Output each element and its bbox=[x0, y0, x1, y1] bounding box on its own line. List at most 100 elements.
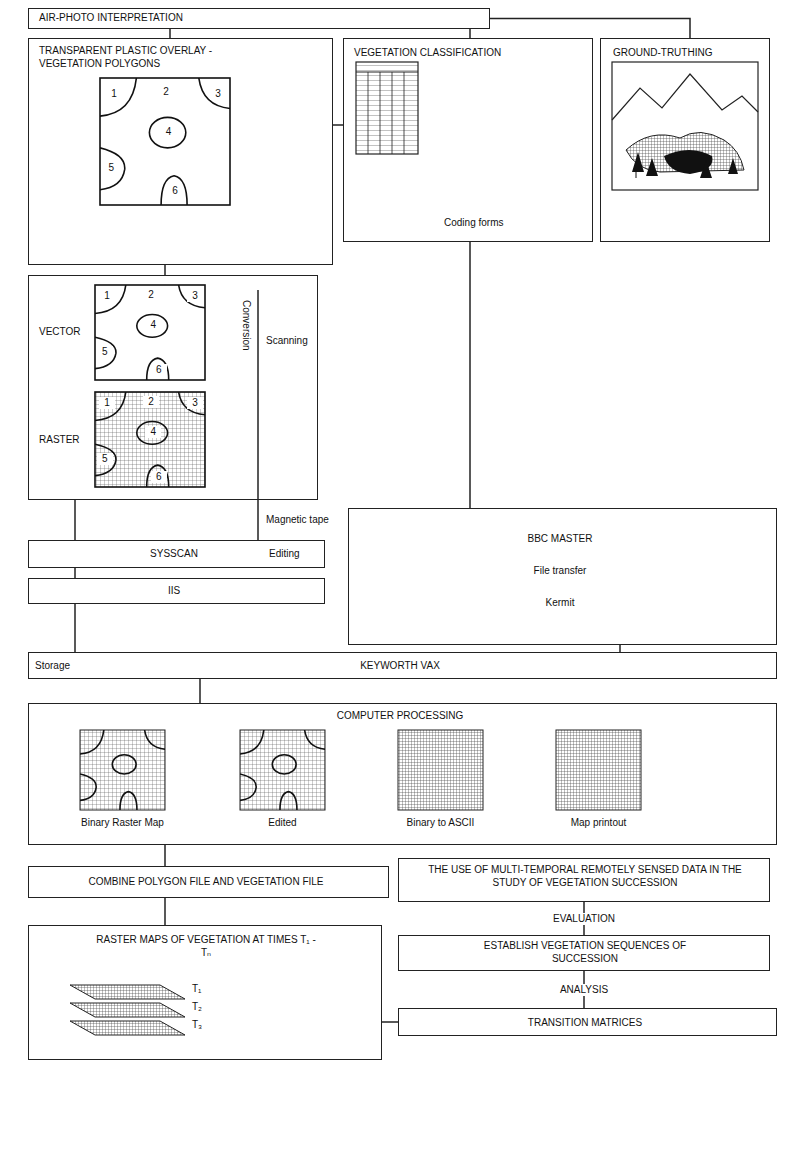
illustration-stroke bbox=[80, 730, 165, 810]
illustration-stroke bbox=[380, 72, 381, 154]
process-box: AIR-PHOTO INTERPRETATION bbox=[28, 8, 490, 29]
illustration-stroke bbox=[636, 172, 637, 178]
process-box: GROUND-TRUTHING bbox=[600, 38, 770, 242]
caption-label: T₁ bbox=[192, 983, 201, 995]
caption-label: Binary to ASCII bbox=[383, 817, 498, 829]
box-title: VECTOR bbox=[39, 326, 81, 339]
illustration-stroke bbox=[95, 285, 205, 380]
connector-line bbox=[164, 898, 166, 925]
caption-label: T₃ bbox=[192, 1019, 202, 1031]
illustration-stroke bbox=[70, 985, 185, 999]
illustration-stroke bbox=[356, 62, 418, 154]
callout-number: 6 bbox=[151, 364, 167, 376]
coding-form bbox=[356, 62, 418, 154]
callout-number: 2 bbox=[158, 86, 174, 98]
callout-number: 4 bbox=[145, 319, 161, 331]
connector-line bbox=[257, 500, 259, 540]
connector-line bbox=[74, 568, 76, 578]
box-title: RASTER MAPS OF VEGETATION AT TIMES T₁ - … bbox=[96, 934, 316, 959]
caption-label: Binary Raster Map bbox=[65, 817, 180, 829]
callout-number: 5 bbox=[97, 346, 113, 358]
box-title: IIS bbox=[29, 585, 319, 598]
box-text: File transfer bbox=[349, 565, 771, 578]
illustration-stroke bbox=[404, 72, 405, 154]
connector-label: Magnetic tape bbox=[264, 514, 331, 526]
connector-line bbox=[164, 265, 166, 275]
raster-stack bbox=[70, 985, 185, 1035]
callout-number: 2 bbox=[143, 289, 159, 301]
box-title: Storage bbox=[35, 660, 70, 673]
connector-line bbox=[333, 124, 343, 126]
caption-label: Conversion bbox=[240, 300, 252, 351]
process-box: THE USE OF MULTI-TEMPORAL REMOTELY SENSE… bbox=[398, 858, 770, 902]
connector-line bbox=[164, 845, 166, 866]
illustration-stroke bbox=[368, 72, 369, 154]
box-text: Editing bbox=[269, 548, 300, 561]
process-box: COMBINE POLYGON FILE AND VEGETATION FILE bbox=[28, 866, 389, 898]
illustration-stroke bbox=[95, 392, 205, 487]
callout-number: 6 bbox=[151, 471, 167, 483]
box-title: THE USE OF MULTI-TEMPORAL REMOTELY SENSE… bbox=[415, 864, 755, 889]
connector-line bbox=[469, 242, 471, 508]
callout-number: 4 bbox=[145, 426, 161, 438]
caption-label: Map printout bbox=[541, 817, 656, 829]
connector-line bbox=[619, 645, 621, 652]
illustration-stroke bbox=[556, 730, 641, 810]
caption-label: T₂ bbox=[192, 1001, 202, 1013]
box-title: TRANSPARENT PLASTIC OVERLAY -VEGETATION … bbox=[39, 45, 239, 70]
box-title: VEGETATION CLASSIFICATION bbox=[354, 47, 501, 60]
box-title: TRANSITION MATRICES bbox=[399, 1017, 771, 1030]
illustration-stroke bbox=[70, 1003, 185, 1017]
process-box: IIS bbox=[28, 578, 325, 604]
connector-line bbox=[74, 500, 76, 540]
callout-number: 5 bbox=[103, 162, 119, 174]
caption-label: Edited bbox=[225, 817, 340, 829]
process-box: BBC MASTER File transferKermit bbox=[348, 508, 777, 645]
box-title: BBC MASTER bbox=[349, 533, 771, 546]
process-box: RASTER MAPS OF VEGETATION AT TIMES T₁ - … bbox=[28, 925, 382, 1060]
overlay-sketch bbox=[100, 78, 230, 205]
box-title: COMBINE POLYGON FILE AND VEGETATION FILE bbox=[29, 876, 383, 889]
box-title: AIR-PHOTO INTERPRETATION bbox=[39, 12, 183, 25]
illustration-stroke bbox=[95, 285, 205, 380]
raster-sketch bbox=[95, 392, 205, 487]
caption-label: Scanning bbox=[266, 335, 308, 347]
callout-number: 1 bbox=[99, 397, 115, 409]
vector-sketch bbox=[95, 285, 205, 380]
process-box: TRANSITION MATRICES bbox=[398, 1008, 777, 1036]
illustration-stroke bbox=[240, 730, 325, 810]
callout-number: 1 bbox=[106, 88, 122, 100]
connector-label: EVALUATION bbox=[551, 913, 617, 925]
callout-number: 5 bbox=[97, 453, 113, 465]
process-box: ESTABLISH VEGETATION SEQUENCES OF SUCCES… bbox=[398, 935, 770, 971]
connector-line bbox=[199, 679, 201, 703]
box-title: GROUND-TRUTHING bbox=[613, 47, 712, 60]
box-text: Kermit bbox=[349, 597, 771, 610]
process-box: VEGETATION CLASSIFICATION Coding forms bbox=[343, 38, 593, 242]
connector-line bbox=[469, 29, 471, 38]
illustration-stroke bbox=[392, 72, 393, 154]
box-text: KEYWORTH VAX bbox=[29, 660, 771, 673]
illustration-stroke bbox=[240, 730, 325, 810]
illustration-stroke bbox=[398, 730, 483, 810]
box-text: RASTER bbox=[39, 434, 80, 447]
connector-line bbox=[169, 29, 171, 38]
illustration-stroke bbox=[612, 62, 758, 190]
callout-number: 2 bbox=[143, 396, 159, 408]
process-box: VECTOR RASTER bbox=[28, 275, 318, 500]
callout-number: 6 bbox=[167, 185, 183, 197]
box-title: ESTABLISH VEGETATION SEQUENCES OF SUCCES… bbox=[465, 940, 705, 965]
callout-number: 4 bbox=[161, 126, 177, 138]
illustration-stroke bbox=[100, 78, 230, 205]
connector-line bbox=[74, 604, 76, 652]
conversion-line bbox=[257, 290, 259, 500]
illustration-stroke bbox=[95, 392, 205, 487]
illustration-stroke bbox=[100, 78, 230, 205]
process-box: StorageKEYWORTH VAX bbox=[28, 652, 777, 679]
illustration-stroke bbox=[356, 72, 418, 73]
callout-number: 3 bbox=[187, 397, 203, 409]
box-text: Coding forms bbox=[444, 217, 503, 230]
callout-number: 3 bbox=[210, 88, 226, 100]
process-box: SYSSCANEditing bbox=[28, 540, 325, 568]
